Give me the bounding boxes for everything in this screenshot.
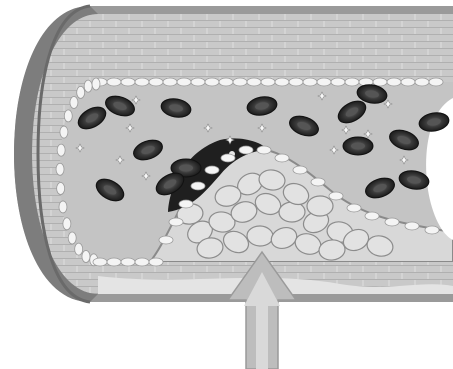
endothelial-cell [425,226,439,234]
endothelial-cell [121,258,135,266]
endothelial-cell [107,258,121,266]
endothelial-cell [317,78,331,86]
endothelial-cell [159,236,173,244]
endothelial-cell [331,78,345,86]
endothelial-cell [205,166,219,174]
endothelial-cell [205,78,219,86]
endothelial-cell [179,200,193,208]
endothelial-cell [373,78,387,86]
endothelial-cell [121,78,135,86]
endothelial-cell [59,201,67,213]
endothelial-cell [429,78,443,86]
endothelial-cell [149,78,163,86]
endothelial-cell [107,78,121,86]
endothelial-cell [135,258,149,266]
endothelial-cell [219,78,233,86]
endothelial-cell [68,232,76,244]
endothelial-cell [293,166,307,174]
endothelial-cell [303,78,317,86]
endothelial-cell [57,144,65,156]
endothelial-cell [93,258,107,266]
endothelial-cell [233,78,247,86]
endothelial-cell [401,78,415,86]
endothelial-cell [329,192,343,200]
endothelial-cell [365,212,379,220]
endothelial-cell [385,218,399,226]
endothelial-cell [261,78,275,86]
endothelial-cell [239,146,253,154]
endothelial-cell [57,182,65,194]
endothelial-cell [92,78,100,90]
endothelial-cell [275,154,289,162]
endothelial-cell [149,258,163,266]
endothelial-cell [77,86,85,98]
plaque-cell [307,196,333,216]
endothelial-cell [56,163,64,175]
endothelial-cell [84,80,92,92]
endothelial-cell [135,78,149,86]
endothelial-cell [275,78,289,86]
endothelial-cell [169,218,183,226]
endothelial-cell [63,218,71,230]
endothelial-cell [311,178,325,186]
endothelial-cell [163,78,177,86]
endothelial-cell [387,78,401,86]
endothelial-cell [177,78,191,86]
endothelial-cell [257,146,271,154]
endothelial-cell [345,78,359,86]
endothelial-cell [405,222,419,230]
endothelial-cell [247,78,261,86]
endothelial-cell [347,204,361,212]
endothelial-cell [60,126,68,138]
endothelial-cell [415,78,429,86]
endothelial-cell [221,154,235,162]
endothelial-cell [70,96,78,108]
endothelial-cell [191,78,205,86]
endothelial-cell [64,110,72,122]
blood-cell-icon [343,137,373,155]
endothelial-cell [289,78,303,86]
endothelial-cell [75,243,83,255]
endothelial-cell [191,182,205,190]
endothelial-cell [82,251,90,263]
